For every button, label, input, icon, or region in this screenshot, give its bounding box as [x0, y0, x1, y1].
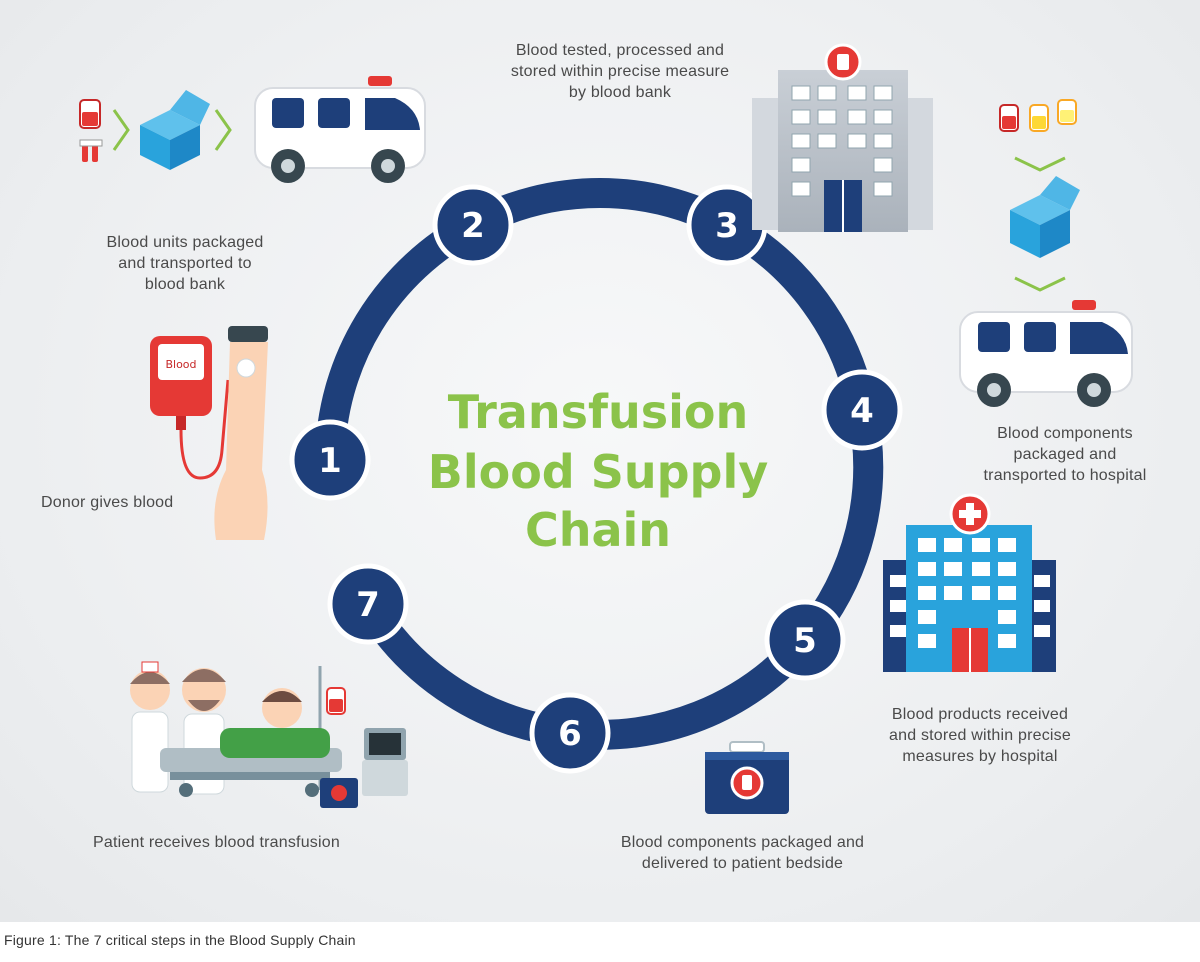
ambulance-icon [959, 300, 1133, 407]
blood-supply-chain-diagram: 1 2 3 4 5 6 7 Transfusion Blood Supply C… [79, 43, 1133, 814]
blood-tube [179, 379, 230, 480]
chevron-right-icon [112, 109, 130, 151]
step-node-4: 4 [821, 369, 903, 451]
chevron-right-icon [214, 109, 232, 151]
blood-bag-label: Blood [165, 358, 196, 371]
step-number: 7 [356, 585, 380, 625]
figure-caption: Figure 1: The 7 critical steps in the Bl… [4, 932, 356, 948]
patient-bed-icon [130, 661, 408, 808]
step-1-caption: Donor gives blood [41, 494, 174, 511]
box-icon [1010, 176, 1080, 258]
blood-bag-icon: Blood [150, 336, 212, 430]
step-number: 4 [850, 391, 874, 431]
chevron-down-icon [1014, 156, 1066, 172]
hospital-icon [883, 493, 1056, 672]
step-number: 3 [715, 206, 739, 246]
step-node-6: 6 [529, 692, 611, 774]
blood-bag-icon [999, 99, 1077, 132]
title-line-1: Transfusion [448, 385, 748, 439]
step-number: 1 [318, 441, 342, 481]
arm-icon [214, 326, 268, 540]
step-node-2: 2 [432, 184, 514, 266]
cooler-box-icon [705, 741, 789, 814]
step-4-caption: Blood components packaged and transporte… [983, 425, 1147, 484]
step-number: 5 [793, 621, 817, 661]
step-number: 6 [558, 714, 582, 754]
step-5-caption: Blood products received and stored withi… [889, 706, 1071, 765]
blood-bag-icon [79, 99, 103, 162]
step-node-1: 1 [289, 419, 371, 501]
blood-bank-building-icon [752, 43, 933, 232]
ambulance-icon [254, 76, 426, 183]
step-7-caption: Patient receives blood transfusion [93, 834, 340, 851]
step-3-caption: Blood tested, processed and stored withi… [510, 42, 730, 101]
step-2-caption: Blood units packaged and transported to … [106, 234, 264, 293]
step-6-caption: Blood components packaged and delivered … [620, 834, 865, 872]
infographic-panel: 1 2 3 4 5 6 7 Transfusion Blood Supply C… [0, 0, 1200, 922]
box-icon [140, 90, 210, 170]
step-number: 2 [461, 206, 485, 246]
step-node-5: 5 [764, 599, 846, 681]
title-line-3: Chain [525, 503, 671, 557]
diagram-title: Transfusion Blood Supply Chain [428, 385, 768, 557]
title-line-2: Blood Supply [428, 445, 768, 499]
chevron-down-icon [1014, 276, 1066, 292]
step-node-7: 7 [327, 563, 409, 645]
